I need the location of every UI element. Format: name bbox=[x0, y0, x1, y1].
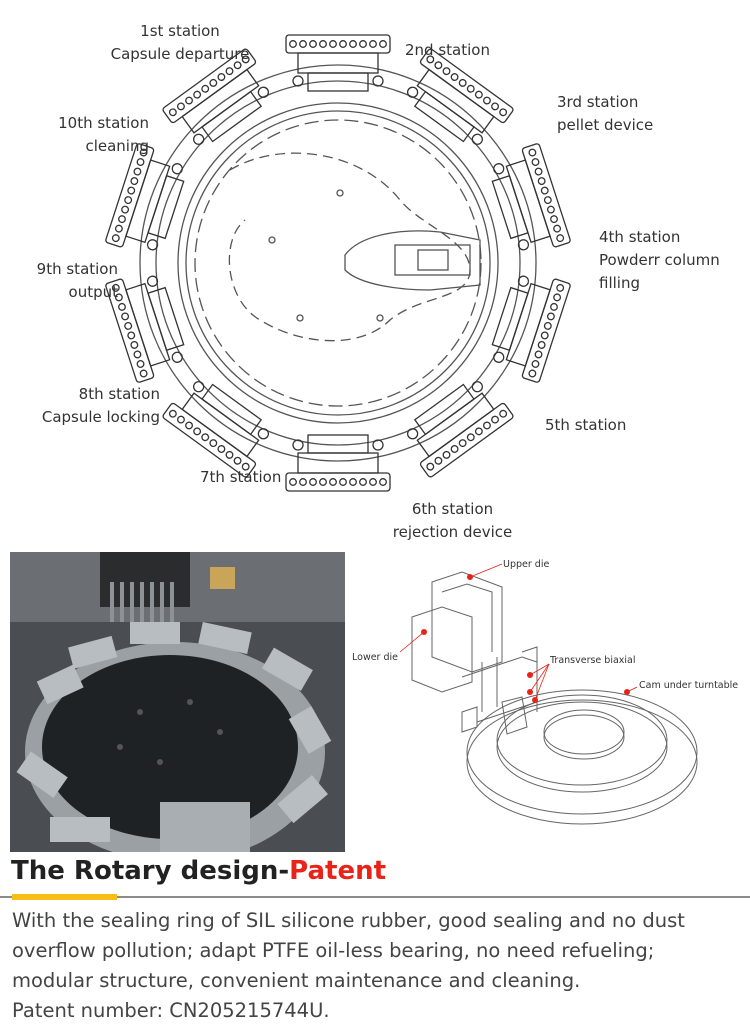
description-line-3: modular structure, convenient maintenanc… bbox=[12, 969, 581, 992]
station-8-number: 8th station bbox=[78, 385, 160, 403]
station-module bbox=[285, 34, 391, 92]
station-9-number: 9th station bbox=[36, 260, 118, 278]
station-module bbox=[285, 434, 391, 492]
lower-die-label: Lower die bbox=[352, 652, 398, 663]
station-2-label: 2nd station bbox=[405, 39, 490, 62]
heading-main: The Rotary design- bbox=[11, 856, 290, 886]
station-7-label: 7th station bbox=[200, 466, 281, 489]
station-1-label: 1st station Capsule departure bbox=[105, 20, 255, 66]
station-10-label: 10th station cleaning bbox=[30, 112, 149, 158]
station-module bbox=[105, 143, 185, 251]
station-7-number: 7th station bbox=[200, 468, 282, 486]
station-module bbox=[491, 275, 571, 383]
station-5-number: 5th station bbox=[545, 416, 627, 434]
die-cam-drawing: Upper die Lower die Transverse biaxial C… bbox=[352, 552, 744, 852]
station-10-number: 10th station bbox=[58, 114, 149, 132]
station-2-number: 2nd station bbox=[405, 41, 490, 59]
station-8-function: Capsule locking bbox=[41, 408, 160, 426]
station-module bbox=[105, 275, 185, 383]
station-6-function: rejection device bbox=[392, 523, 513, 541]
station-1-function: Capsule departure bbox=[110, 45, 250, 63]
station-4-label: 4th station Powderr column filling bbox=[599, 226, 720, 295]
description-line-2: overflow pollution; adapt PTFE oil-less … bbox=[12, 939, 655, 962]
heading-accent: Patent bbox=[289, 856, 387, 886]
station-modules bbox=[105, 34, 571, 492]
description-paragraph: With the sealing ring of SIL silicone ru… bbox=[12, 906, 742, 1026]
heading-underline bbox=[12, 894, 117, 900]
station-8-label: 8th station Capsule locking bbox=[20, 383, 160, 429]
station-4-function: Powderr column bbox=[599, 251, 720, 269]
description-line-1: With the sealing ring of SIL silicone ru… bbox=[12, 909, 685, 932]
station-10-function: cleaning bbox=[85, 137, 149, 155]
station-9-function: output bbox=[68, 283, 118, 301]
upper-die-label: Upper die bbox=[503, 559, 550, 570]
rotary-station-diagram: 1st station Capsule departure 2nd statio… bbox=[10, 20, 720, 544]
section-heading: The Rotary design-Patent bbox=[11, 856, 386, 886]
station-1-number: 1st station bbox=[140, 22, 220, 40]
station-3-number: 3rd station bbox=[557, 93, 639, 111]
station-module bbox=[406, 381, 514, 478]
station-module bbox=[406, 48, 514, 145]
station-4-function-cont: filling bbox=[599, 274, 640, 292]
station-6-label: 6th station rejection device bbox=[380, 498, 525, 544]
station-3-function: pellet device bbox=[557, 116, 654, 134]
turntable-drawing bbox=[105, 34, 571, 492]
station-6-number: 6th station bbox=[411, 500, 494, 518]
description-line-4: Patent number: CN205215744U. bbox=[12, 999, 330, 1022]
heading-divider bbox=[0, 896, 750, 898]
cam-under-turntable-label: Cam under turntable bbox=[639, 680, 739, 691]
station-module bbox=[162, 48, 270, 145]
station-9-label: 9th station output bbox=[10, 258, 118, 304]
machine-turntable-photo bbox=[10, 552, 345, 852]
station-module bbox=[162, 381, 270, 478]
transverse-biaxial-label: Transverse biaxial bbox=[550, 655, 636, 666]
station-5-label: 5th station bbox=[545, 414, 626, 437]
station-4-number: 4th station bbox=[599, 228, 681, 246]
station-3-label: 3rd station pellet device bbox=[557, 91, 653, 137]
station-module bbox=[491, 143, 571, 251]
